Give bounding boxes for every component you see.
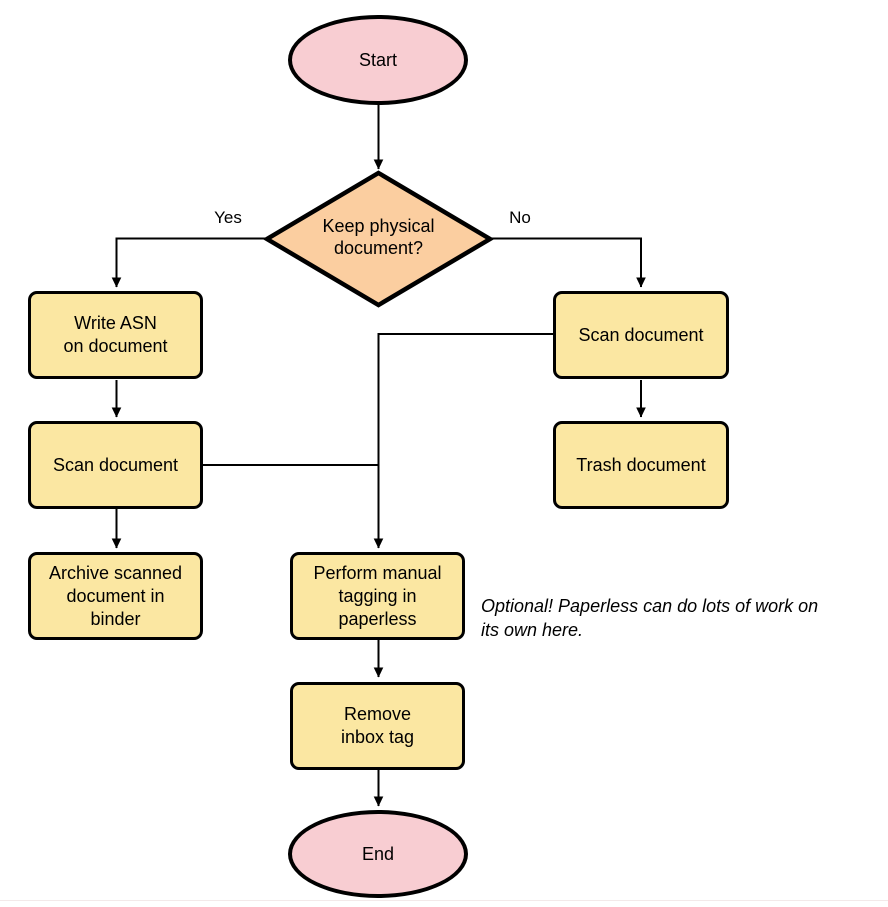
scan-right-label: Scan document [578,324,704,345]
node-start: Start [288,15,468,105]
write-asn-line2: on document [63,336,168,356]
perform-line2: tagging in [338,585,417,606]
decision-diamond-shape [262,170,495,308]
edge-label-no: No [509,208,531,227]
node-scan-document-right: Scan document [553,291,729,379]
remove-line1: Remove [343,704,412,724]
node-trash-document: Trash document [553,421,729,509]
edge-label-yes: Yes [214,208,242,227]
archive-line3: binder [90,608,141,629]
edge-scan-right-to-perform-tagging [373,333,553,549]
optional-note: Optional! Paperless can do lots of work … [481,594,881,642]
remove-line2: inbox tag [340,727,415,747]
decision-line2: document? [333,238,424,258]
bottom-divider [0,900,888,901]
edge-decision-no-to-scan-right [490,237,646,288]
write-asn-line1: Write ASN [74,313,157,333]
node-end: End [288,810,468,898]
edge-decision-yes-to-write-asn [111,237,267,288]
node-decision-label: Keep physical document? [290,215,467,259]
optional-note-line1: Optional! Paperless can do lots of work … [481,596,819,616]
node-remove-inbox-tag: Remove inbox tag [290,682,465,770]
trash-label: Trash document [576,454,706,475]
scan-left-label: Scan document [52,454,179,475]
node-perform-tagging: Perform manual tagging in paperless [290,552,465,640]
node-archive-binder: Archive scanned document in binder [28,552,203,640]
perform-line1: Perform manual [313,562,442,583]
node-end-label: End [361,843,395,864]
archive-line2: document in [66,585,165,606]
archive-line1: Archive scanned [48,562,183,583]
decision-line1: Keep physical [322,216,435,236]
node-scan-document-left: Scan document [28,421,203,509]
optional-note-line2: its own here. [481,620,584,640]
perform-line3: paperless [338,608,417,629]
node-write-asn: Write ASN on document [28,291,203,379]
node-start-label: Start [358,49,397,70]
